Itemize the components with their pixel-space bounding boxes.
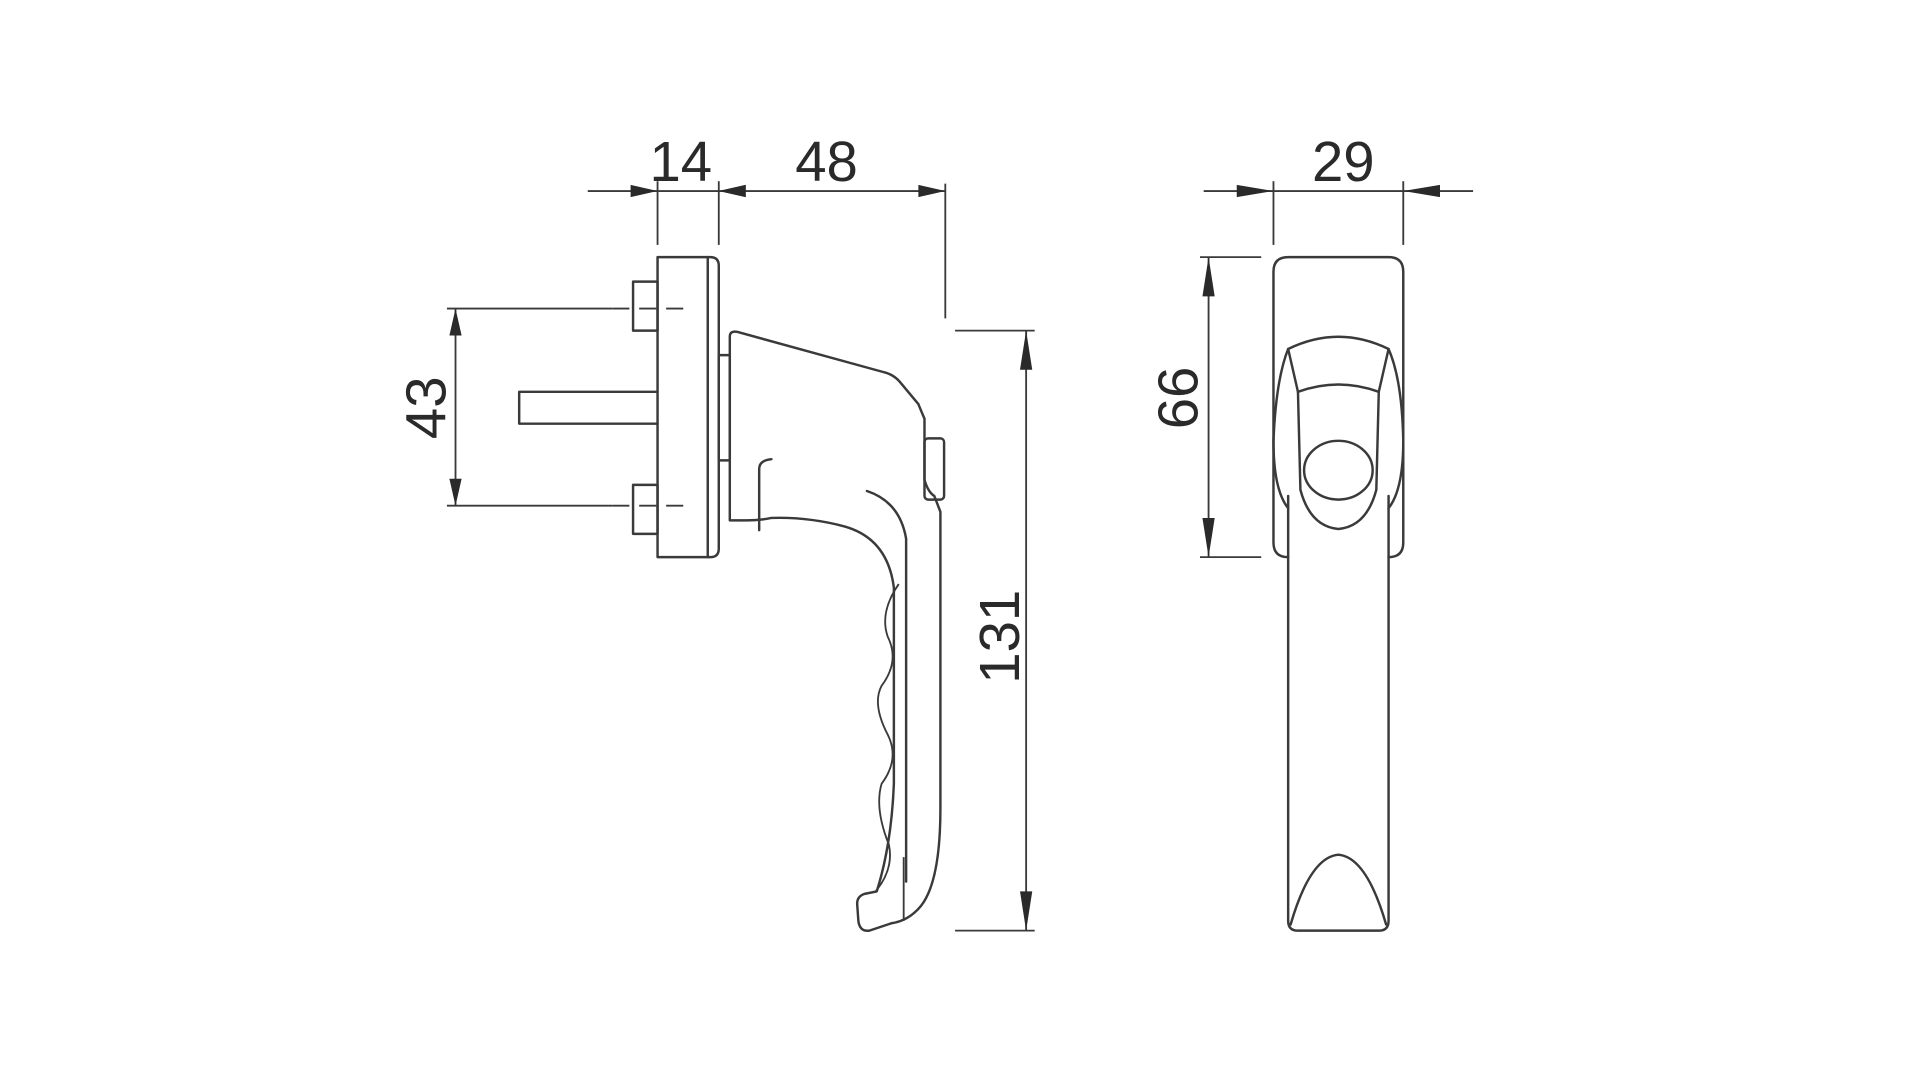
top-dimension-front bbox=[1203, 181, 1474, 245]
lock-cylinder bbox=[1302, 439, 1374, 501]
top-dimension-side bbox=[587, 181, 947, 319]
dim-base-width: 29 bbox=[1312, 130, 1375, 193]
handle-side bbox=[728, 330, 942, 932]
dim-handle-length: 131 bbox=[968, 590, 1031, 684]
base-height-dimension bbox=[1200, 256, 1262, 559]
dim-base-depth: 14 bbox=[649, 130, 712, 193]
spindle bbox=[517, 390, 659, 425]
dim-handle-projection: 48 bbox=[795, 130, 858, 193]
grip-ridges bbox=[874, 583, 900, 893]
handle-button bbox=[923, 437, 946, 501]
front-view: 29 66 bbox=[1147, 130, 1474, 932]
side-view: 14 48 43 bbox=[395, 130, 1035, 932]
handle-length-dimension bbox=[955, 329, 1035, 932]
dim-screw-spacing: 43 bbox=[395, 376, 458, 439]
bolt-bottom bbox=[631, 483, 659, 536]
base-plate bbox=[656, 255, 720, 559]
handle-collar bbox=[717, 353, 732, 462]
base-plate-front bbox=[1272, 255, 1405, 559]
screw-spacing-dimension bbox=[446, 307, 613, 507]
handle-front bbox=[1286, 555, 1390, 932]
bolt-top bbox=[631, 280, 659, 332]
dim-base-height: 66 bbox=[1147, 367, 1210, 430]
